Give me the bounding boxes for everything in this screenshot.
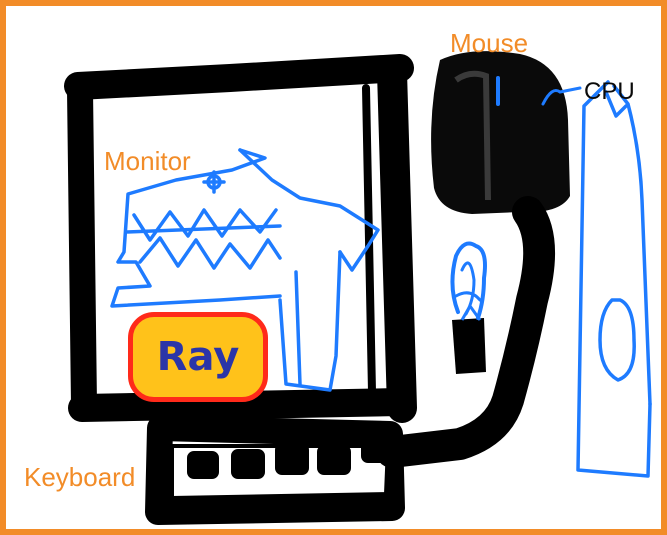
desk-plant-icon: [452, 244, 486, 374]
keyboard-icon: [158, 428, 392, 512]
mouse-icon: [392, 51, 580, 452]
mouse-label: Mouse: [450, 30, 528, 56]
cpu-tower-icon: [578, 82, 650, 476]
monitor-label: Monitor: [104, 148, 191, 174]
name-badge: Ray: [128, 312, 268, 402]
keyboard-label: Keyboard: [24, 464, 135, 490]
cpu-label: CPU: [584, 80, 635, 104]
name-badge-text: Ray: [157, 334, 240, 380]
